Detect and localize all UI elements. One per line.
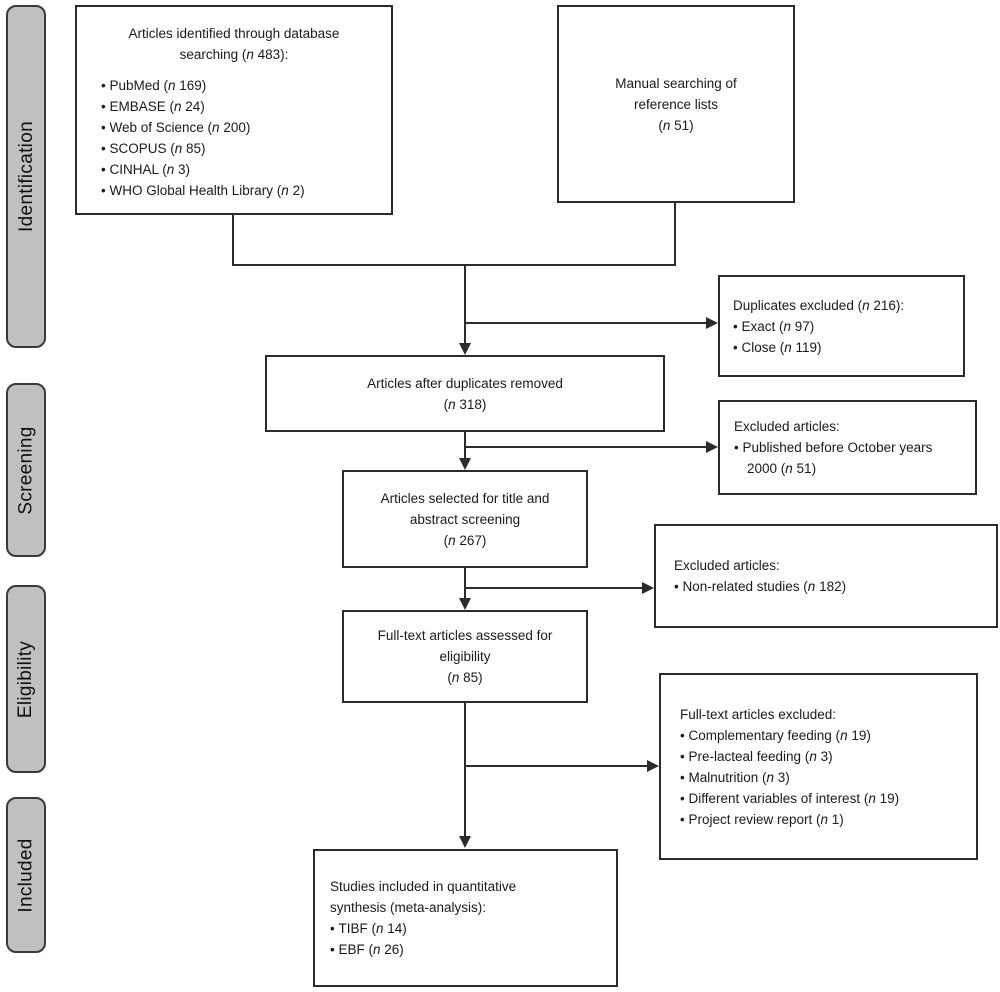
box-text-line: (n 318) — [443, 396, 487, 412]
box-text-line: (n 267) — [443, 532, 487, 548]
connector-line — [464, 264, 466, 344]
connector-line — [464, 432, 466, 459]
box-duplicates-excluded: Duplicates excluded (n 216): Exact (n 97… — [718, 275, 965, 377]
list-item: CINHAL (n 3) — [101, 159, 383, 180]
list-item: WHO Global Health Library (n 2) — [101, 180, 383, 201]
stage-included: Included — [6, 797, 46, 953]
list-item: Pre-lacteal feeding (n 3) — [680, 746, 968, 767]
box-excluded-non-related: Excluded articles: Non-related studies (… — [654, 524, 998, 628]
list-item: TIBF (n 14) — [330, 918, 606, 939]
connector-line — [464, 568, 466, 599]
list-item: Different variables of interest (n 19) — [680, 788, 968, 809]
box-title: Duplicates excluded (n 216): — [733, 297, 905, 313]
arrowhead-right-icon — [642, 582, 654, 594]
box-title-line: Studies included in quantitative — [330, 879, 517, 894]
box-title-line: searching (n 483): — [179, 47, 289, 62]
list-item: SCOPUS (n 85) — [101, 138, 383, 159]
list-item: PubMed (n 169) — [101, 75, 383, 96]
stage-identification: Identification — [6, 5, 46, 348]
stage-screening: Screening — [6, 383, 46, 557]
box-database-search: Articles identified through database sea… — [75, 5, 393, 215]
arrowhead-right-icon — [706, 441, 718, 453]
list-item: Non-related studies (n 182) — [674, 576, 988, 597]
box-text-line: Full-text articles assessed for — [377, 628, 553, 643]
list-item: Close (n 119) — [733, 337, 957, 358]
connector-line — [674, 203, 676, 266]
connector-line — [464, 587, 642, 589]
box-title: Excluded articles: — [734, 419, 840, 434]
arrowhead-right-icon — [706, 317, 718, 329]
list-item: Complementary feeding (n 19) — [680, 725, 968, 746]
stage-label: Screening — [15, 425, 37, 515]
box-title: Excluded articles: — [674, 558, 780, 573]
list-item: EBF (n 26) — [330, 939, 606, 960]
box-text-line: Articles after duplicates removed — [367, 375, 563, 391]
list-item: EMBASE (n 24) — [101, 96, 383, 117]
box-text-line: Manual searching of — [615, 75, 737, 91]
box-title: Full-text articles excluded: — [680, 706, 837, 722]
arrowhead-down-icon — [459, 598, 471, 610]
stage-label: Included — [15, 837, 37, 913]
arrowhead-down-icon — [459, 458, 471, 470]
connector-line — [464, 765, 647, 767]
connector-line — [464, 446, 706, 448]
stage-label: Eligibility — [15, 640, 37, 718]
box-fulltext-excluded: Full-text articles excluded: Complementa… — [659, 673, 978, 860]
connector-line — [464, 703, 466, 837]
stage-label: Identification — [15, 121, 37, 232]
list-item: Published before October years 2000 (n 5… — [734, 437, 955, 479]
stage-eligibility: Eligibility — [6, 585, 46, 773]
box-text-line: abstract screening — [409, 511, 521, 527]
arrowhead-down-icon — [459, 343, 471, 355]
list-item: Project review report (n 1) — [680, 809, 968, 830]
box-title-abstract-screening: Articles selected for title and abstract… — [342, 470, 588, 568]
box-text-line: (n 51) — [658, 117, 694, 133]
connector-line — [232, 215, 234, 266]
box-title-line: synthesis (meta-analysis): — [330, 900, 487, 915]
box-text-line: Articles selected for title and — [380, 490, 550, 506]
box-fulltext-assessed: Full-text articles assessed for eligibil… — [342, 610, 588, 703]
list-item: Web of Science (n 200) — [101, 117, 383, 138]
box-manual-search: Manual searching of reference lists (n 5… — [557, 5, 795, 203]
connector-line — [232, 264, 676, 266]
box-text-line: reference lists — [633, 96, 719, 112]
list-item: Malnutrition (n 3) — [680, 767, 968, 788]
list-item: Exact (n 97) — [733, 316, 957, 337]
arrowhead-down-icon — [459, 836, 471, 848]
box-text-line: eligibility — [439, 649, 491, 664]
arrowhead-right-icon — [647, 760, 659, 772]
box-excluded-before-2000: Excluded articles: Published before Octo… — [718, 400, 977, 495]
box-text-line: (n 85) — [447, 670, 483, 685]
connector-line — [464, 322, 706, 324]
box-title-line: Articles identified through database — [128, 26, 340, 41]
box-included-synthesis: Studies included in quantitative synthes… — [313, 849, 618, 987]
box-after-duplicates: Articles after duplicates removed (n 318… — [265, 355, 665, 432]
